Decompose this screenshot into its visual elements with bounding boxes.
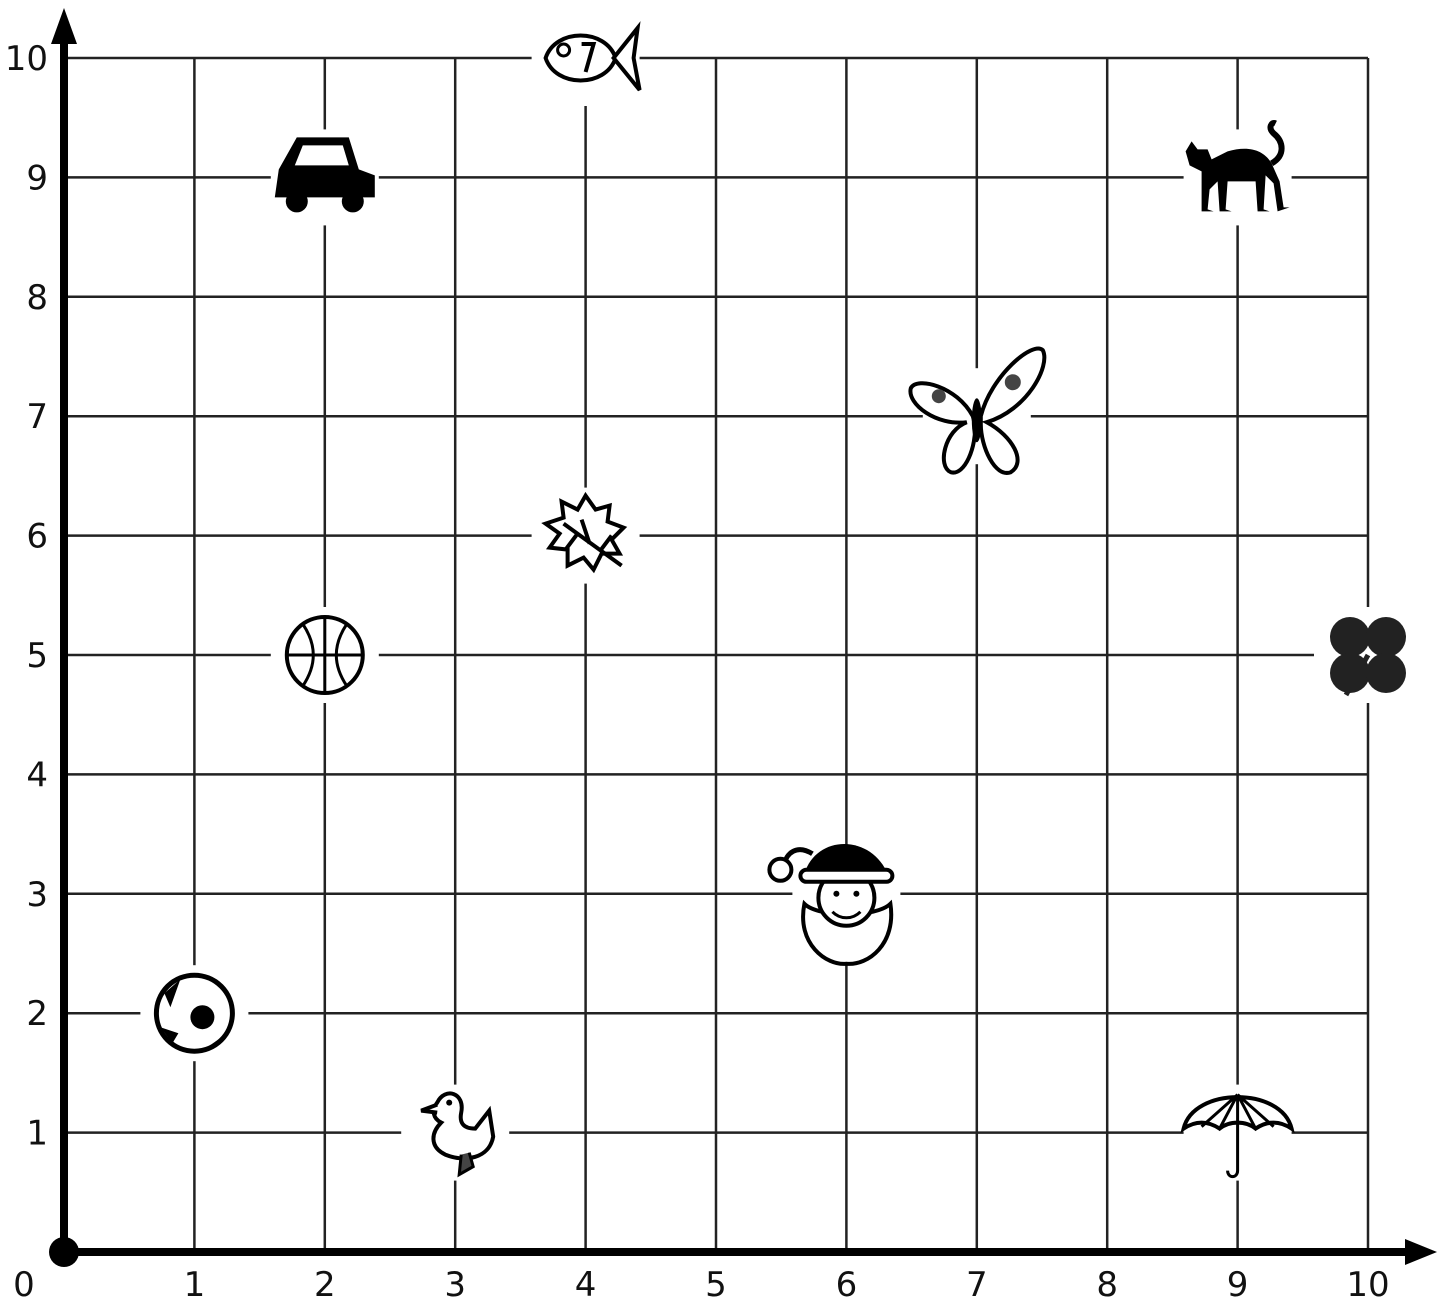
y-tick-label: 6 <box>26 517 48 557</box>
clover-icon <box>1314 607 1422 703</box>
y-tick-label: 10 <box>5 39 48 79</box>
origin-dot <box>49 1237 79 1267</box>
y-tick-label: 7 <box>26 397 48 437</box>
grid-lines <box>64 58 1368 1252</box>
picture-points <box>140 10 1422 1181</box>
x-tick-label: 0 <box>13 1265 35 1302</box>
y-tick-label: 1 <box>26 1114 48 1154</box>
y-tick-label: 3 <box>26 875 48 915</box>
x-tick-label: 4 <box>575 1265 597 1302</box>
y-tick-label: 8 <box>26 278 48 318</box>
y-tick-label: 9 <box>26 158 48 198</box>
x-tick-label: 5 <box>705 1265 727 1302</box>
y-tick-label: 5 <box>26 636 48 676</box>
x-tick-label: 7 <box>966 1265 988 1302</box>
y-axis-arrow-icon <box>51 8 77 44</box>
x-tick-label: 3 <box>444 1265 466 1302</box>
y-tick-label: 2 <box>26 994 48 1034</box>
tick-labels: 0 1 2 3 4 5 6 7 8 9 10 1 2 3 4 5 6 7 8 9 10 <box>5 39 1390 1302</box>
x-axis-arrow-icon <box>1405 1239 1437 1265</box>
fish-icon <box>532 10 640 106</box>
x-tick-label: 1 <box>184 1265 206 1302</box>
leaf-icon <box>532 488 640 584</box>
x-tick-label: 9 <box>1227 1265 1249 1302</box>
y-tick-label: 4 <box>26 755 48 795</box>
x-tick-label: 2 <box>314 1265 336 1302</box>
x-tick-label: 10 <box>1346 1265 1389 1302</box>
car-icon <box>271 129 379 225</box>
cat-icon <box>1184 123 1292 225</box>
duck-icon <box>401 1085 509 1181</box>
soccer-ball-icon <box>140 965 248 1061</box>
basketball-icon <box>271 607 379 703</box>
x-tick-label: 8 <box>1096 1265 1118 1302</box>
umbrella-icon <box>1184 1085 1292 1181</box>
x-tick-label: 6 <box>836 1265 858 1302</box>
santa-icon <box>769 844 900 964</box>
